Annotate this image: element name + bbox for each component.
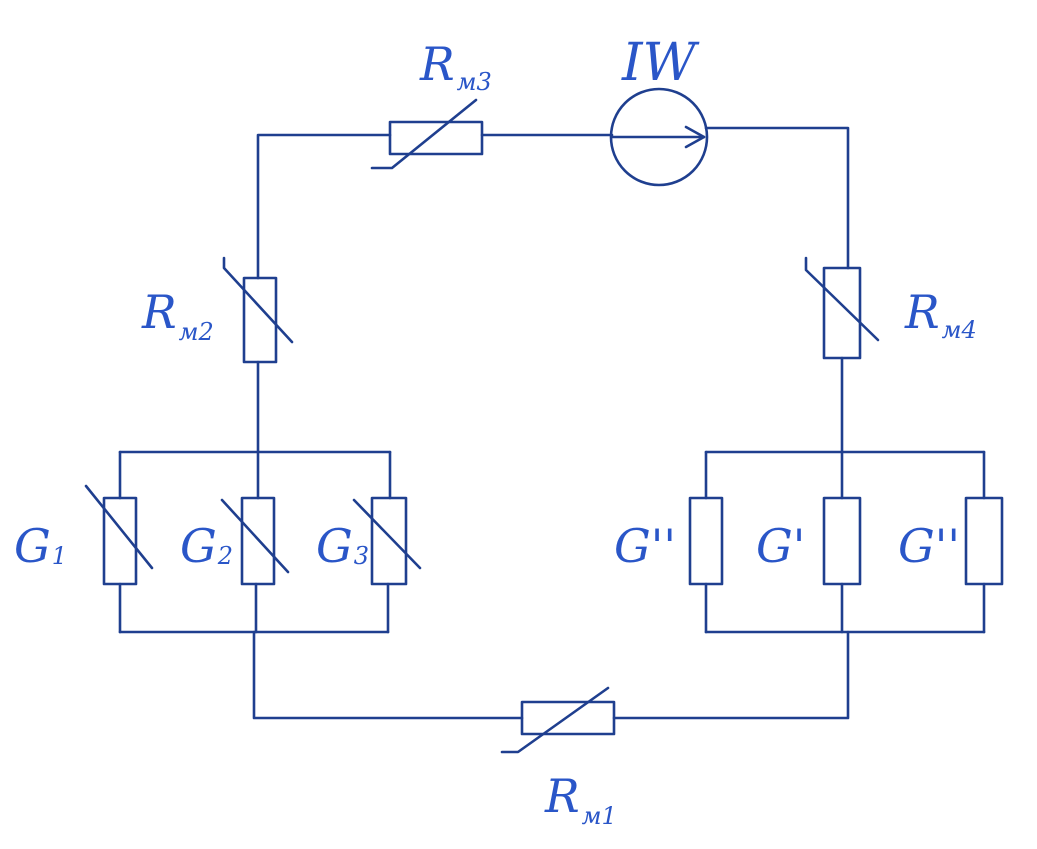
g-single-body — [822, 496, 862, 586]
g1-body — [102, 496, 138, 586]
labels: IW Rм3 Rм2 Rм4 Rм1 G1 G2 G3 G'' G' G'' — [14, 33, 977, 830]
g-double-left-body — [688, 496, 724, 586]
right-parallel-bank — [688, 450, 1004, 634]
g-double-right-body — [964, 496, 1004, 586]
g3-body — [370, 496, 408, 586]
label-g-double-right: G'' — [898, 519, 960, 573]
wire-bottom-right — [612, 630, 850, 720]
label-r-m3: Rм3 — [419, 37, 492, 96]
g1-variable-slash — [84, 484, 154, 570]
resistor-r-m3-body — [388, 120, 484, 156]
source-arrow-head-icon — [684, 125, 706, 149]
main-loop-wires — [252, 126, 850, 720]
g3-variable-slash — [352, 498, 422, 570]
label-g-double-left: G'' — [614, 519, 676, 573]
resistor-r-m4-variable-arrow — [804, 256, 880, 342]
resistor-r-m1 — [500, 686, 616, 754]
resistor-r-m4-body — [822, 266, 862, 360]
resistor-r-m2 — [222, 256, 294, 364]
g2-body — [240, 496, 276, 586]
label-iw: IW — [621, 33, 700, 93]
resistor-r-m3 — [370, 98, 484, 170]
resistor-r-m2-body — [242, 276, 278, 364]
resistor-r-m1-variable-arrow — [500, 686, 610, 754]
resistor-r-m4 — [804, 256, 880, 360]
label-r-m2: Rм2 — [141, 285, 214, 346]
label-g1: G1 — [14, 519, 67, 573]
label-r-m1: Rм1 — [544, 769, 617, 830]
label-g2: G2 — [180, 519, 233, 573]
g2-variable-slash — [220, 498, 290, 574]
wire-top-right — [704, 126, 850, 270]
label-g-single: G' — [756, 519, 805, 573]
wire-top-left — [256, 133, 392, 280]
resistor-r-m3-variable-arrow — [370, 98, 478, 170]
label-g3: G3 — [316, 519, 369, 573]
left-parallel-bank — [84, 450, 422, 634]
wire-bottom-left — [252, 630, 524, 720]
resistor-r-m1-body — [520, 700, 616, 736]
mmf-source-iw — [609, 87, 709, 187]
resistor-r-m2-variable-arrow — [222, 256, 294, 344]
label-r-m4: Rм4 — [904, 285, 977, 344]
